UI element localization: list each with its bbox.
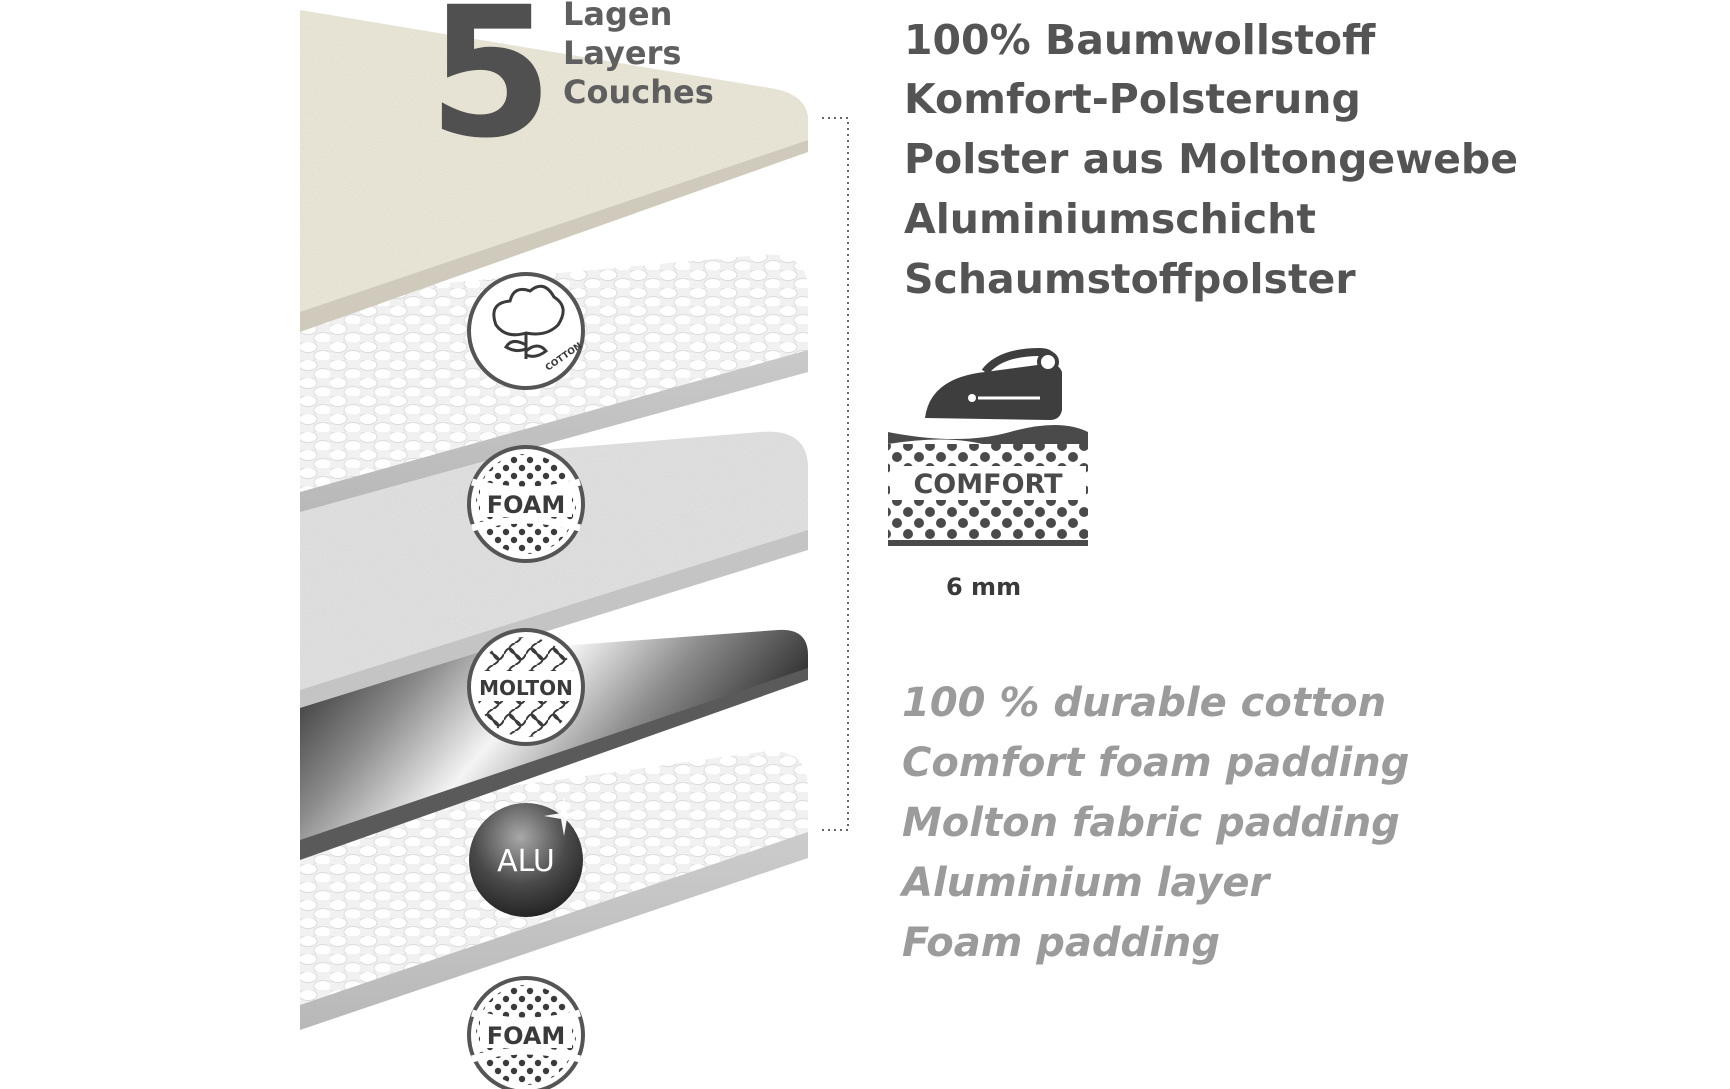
- layer-bracket: [822, 117, 849, 831]
- english-item: Molton fabric padding: [902, 800, 1400, 846]
- german-item: Komfort-Polsterung: [904, 75, 1361, 123]
- foam-icon: FOAM: [467, 976, 585, 1089]
- svg-text:COMFORT: COMFORT: [913, 469, 1063, 500]
- molton-layer: [300, 431, 808, 708]
- svg-text:ALU: ALU: [497, 844, 555, 879]
- alu-icon: ALU: [469, 796, 584, 917]
- cotton-icon: COTTON: [467, 272, 585, 390]
- layer-count-word-de: Lagen: [563, 0, 673, 33]
- svg-text:FOAM: FOAM: [487, 1022, 566, 1050]
- iron-icon: [925, 347, 1062, 420]
- english-item: Foam padding: [902, 920, 1221, 966]
- german-item: Polster aus Moltongewebe: [904, 135, 1519, 183]
- comfort-padding-icon: COMFORT: [888, 425, 1088, 546]
- german-item: Aluminiumschicht: [904, 195, 1316, 243]
- cotton-layer: [300, 10, 808, 332]
- english-item: 100 % durable cotton: [902, 680, 1387, 726]
- german-item: Schaumstoffpolster: [904, 255, 1356, 303]
- layer-count-numeral: 5: [428, 0, 554, 178]
- svg-text:MOLTON: MOLTON: [479, 676, 573, 700]
- english-item: Aluminium layer: [902, 860, 1270, 906]
- layer-count-word-fr: Couches: [563, 73, 714, 111]
- foam-icon: FOAM: [467, 445, 585, 563]
- svg-text:FOAM: FOAM: [487, 491, 566, 519]
- german-item: 100% Baumwollstoff: [904, 16, 1376, 64]
- layer-count-word-en: Layers: [563, 34, 682, 72]
- thickness-label: 6 mm: [946, 573, 1022, 601]
- english-item: Comfort foam padding: [902, 740, 1410, 786]
- molton-icon: MOLTON: [467, 628, 585, 746]
